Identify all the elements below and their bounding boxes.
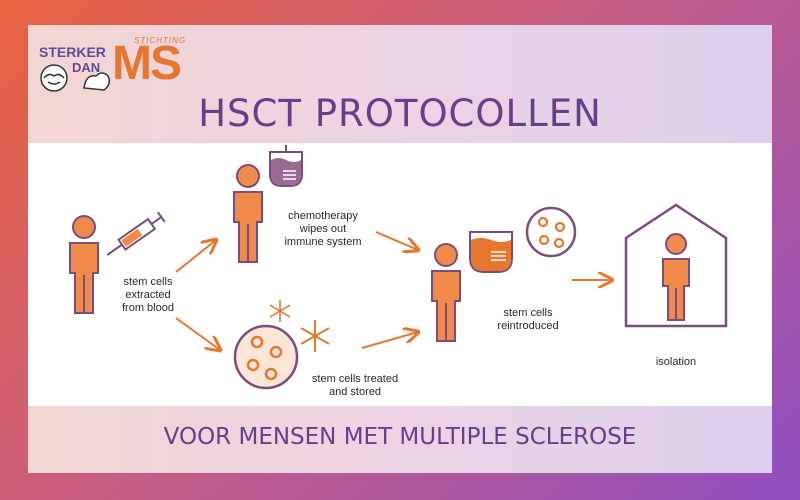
- chemo-bag-icon: [269, 145, 303, 187]
- handshake-icon: [40, 64, 68, 92]
- flow-arrow-2: [175, 317, 220, 350]
- logo-ms-text: MS: [112, 37, 182, 90]
- flow-arrow-3: [375, 231, 418, 250]
- logo-dan-text: DAN: [72, 60, 101, 75]
- snowflake-icon-large: [300, 320, 330, 352]
- snowflake-icon-small: [269, 300, 291, 322]
- flexed-arm-icon: [83, 72, 111, 91]
- patient-figure-3: [431, 243, 461, 342]
- flow-arrow-4: [361, 332, 418, 349]
- label-stem-cells-reintroduced: stem cells reintroduced: [497, 307, 559, 332]
- petri-dish-icon: [233, 324, 299, 390]
- logo-stichting-text: STICHTING: [134, 36, 187, 45]
- foundation-logo: STICHTING STERKER DAN MS: [34, 34, 194, 102]
- label-isolation: isolation: [655, 356, 697, 368]
- logo-sterker-text: STERKER: [39, 44, 106, 60]
- patient-figure-2: [233, 164, 263, 263]
- page-subtitle: VOOR MENSEN MET MULTIPLE SCLEROSE: [163, 424, 637, 450]
- label-stem-cells-treated: stem cells treated and stored: [311, 373, 399, 398]
- flow-arrow-1: [175, 240, 216, 273]
- syringe-icon: [106, 211, 166, 256]
- patient-figure-1: [69, 215, 99, 314]
- logo-icons: [40, 64, 111, 92]
- label-chemotherapy: chemotherapy wipes out immune system: [284, 210, 362, 248]
- stem-cells-bubble-icon: [525, 206, 577, 258]
- page-title: HSCT PROTOCOLLEN: [198, 92, 602, 135]
- patient-figure-4: [662, 233, 690, 321]
- stem-cell-bag-icon: [469, 231, 513, 273]
- label-stem-cells-extracted: stem cells extracted from blood: [122, 276, 174, 314]
